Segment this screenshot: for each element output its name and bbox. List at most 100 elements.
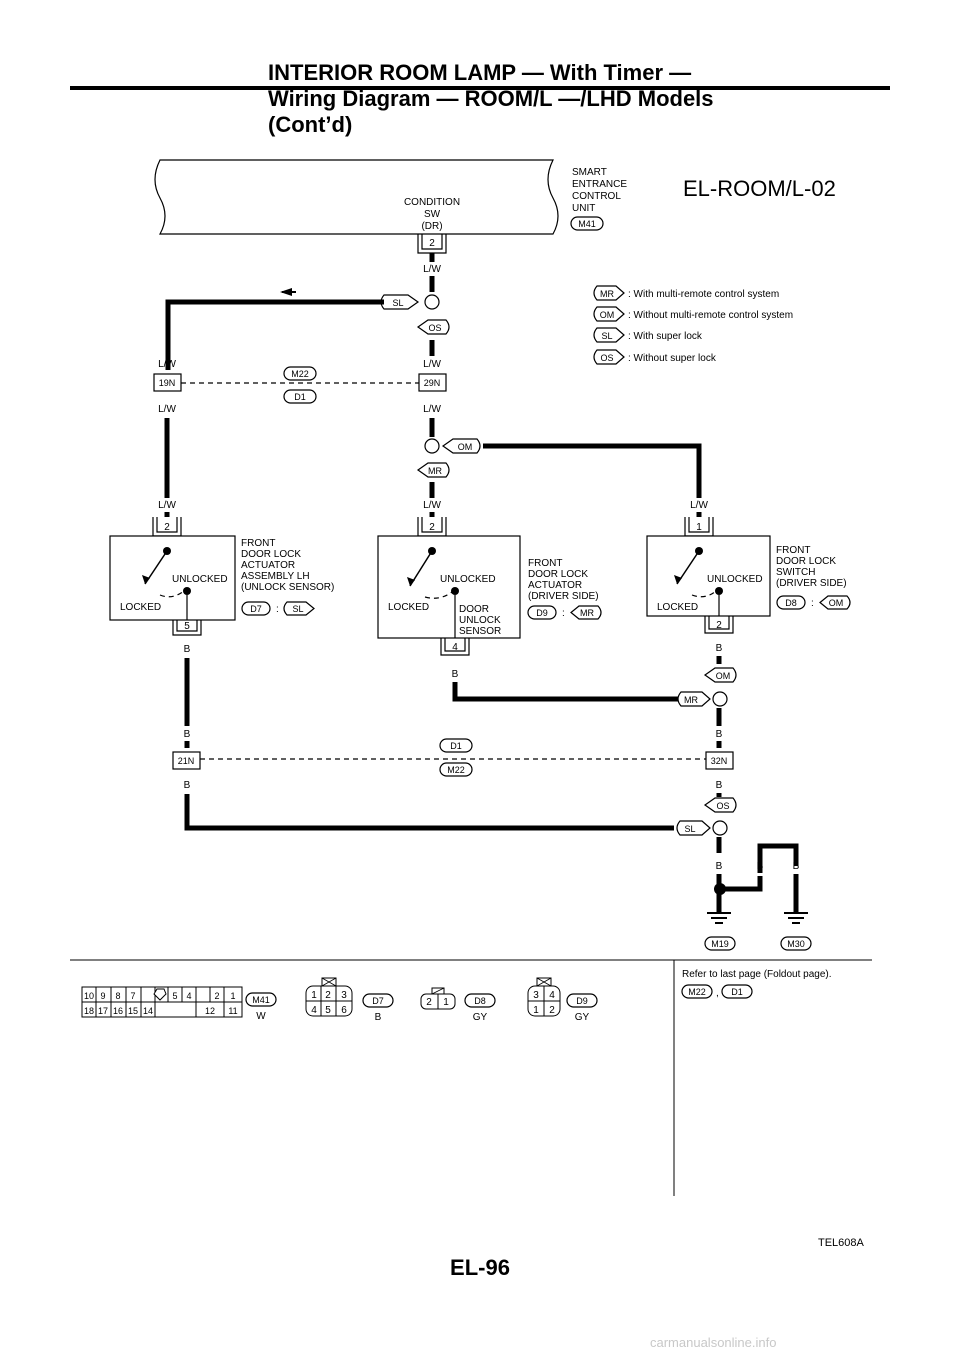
legend-os-text: : Without super lock xyxy=(628,353,717,364)
d9-terminal-top: 2 xyxy=(429,522,435,533)
joint-21n-label: 21N xyxy=(178,756,195,766)
component-d8: 1 UNLOCKED LOCKED 2 FRONT DOOR LOCK SWIT… xyxy=(646,517,851,634)
header-title: INTERIOR ROOM LAMP — With Timer — xyxy=(268,60,692,85)
d7-name-1: FRONT xyxy=(241,538,275,549)
d9-pin: 3 xyxy=(533,990,539,1001)
d7-option-tag xyxy=(283,601,315,616)
joint-29n-label: 29N xyxy=(424,378,441,388)
wire-color: B xyxy=(793,861,800,872)
option-tag-sl xyxy=(380,294,420,310)
wire-color: B xyxy=(716,861,723,872)
lower-conn-top-label: D1 xyxy=(450,741,462,751)
wire-color: B xyxy=(757,861,764,872)
d7-sep: : xyxy=(276,604,279,615)
cu-term-label-2: SW xyxy=(424,209,441,220)
connector-face-d7: 1 2 3 4 5 6 D7 B xyxy=(305,977,394,1023)
ground-m19-label: M19 xyxy=(711,939,729,949)
legend-mr-tag xyxy=(593,285,625,301)
wire-color: L/W xyxy=(423,359,441,370)
header-subtitle: Wiring Diagram — ROOM/L —/LHD Models xyxy=(268,86,714,111)
m41-pin: 9 xyxy=(100,991,105,1001)
m41-pin: 4 xyxy=(186,991,191,1001)
foldout-conn2: D1 xyxy=(731,987,743,997)
m41-pin: 18 xyxy=(84,1006,94,1016)
legend-mr-text: : With multi-remote control system xyxy=(628,289,779,300)
d8-locked: LOCKED xyxy=(657,602,698,613)
d8-option-tag xyxy=(819,595,851,610)
wire-color: B xyxy=(716,729,723,740)
option-tag-sl-lower-label: SL xyxy=(684,824,695,834)
d7-pin: 3 xyxy=(341,990,347,1001)
joint-32n xyxy=(705,751,734,770)
joint-19n-label: 19N xyxy=(159,378,176,388)
cu-term-label-1: CONDITION xyxy=(404,197,460,208)
page-number: EL-96 xyxy=(450,1255,510,1280)
d8-terminal-top: 1 xyxy=(696,522,702,533)
cu-name-line3: CONTROL xyxy=(572,191,621,202)
cu-connector: M41 xyxy=(578,219,596,229)
ground-m30-label: M30 xyxy=(787,939,805,949)
d8-name-1: FRONT xyxy=(776,545,810,556)
watermark: carmanualsonline.info xyxy=(650,1335,777,1350)
component-d9: 2 UNLOCKED LOCKED DOOR UNLOCK SENSOR 4 F… xyxy=(377,517,602,656)
control-unit-name: SMART ENTRANCE CONTROL UNIT xyxy=(572,167,627,214)
d7-terminal-bottom: 5 xyxy=(184,621,190,632)
wire-color: B xyxy=(184,729,191,740)
foldout-conn2-pill xyxy=(721,984,753,999)
option-tag-om-lower-label: OM xyxy=(716,671,731,681)
option-circle xyxy=(712,820,728,836)
d9-color: GY xyxy=(575,1012,590,1023)
d9-name-1: FRONT xyxy=(528,558,562,569)
option-tag-om-lower xyxy=(703,667,737,683)
d9-unlocked: UNLOCKED xyxy=(440,574,496,585)
option-tag-mr xyxy=(416,462,450,478)
option-circle xyxy=(424,438,440,454)
d9-name-4: (DRIVER SIDE) xyxy=(528,591,599,602)
d8-body xyxy=(646,535,771,617)
d8-name-2: DOOR LOCK xyxy=(776,556,836,567)
upper-conn-top xyxy=(283,366,317,381)
d9-sep: : xyxy=(562,608,565,619)
m41-pin: 7 xyxy=(130,991,135,1001)
d9-conn-pill xyxy=(527,605,557,620)
d9-id: D9 xyxy=(576,996,588,1006)
legend-os-tag xyxy=(593,349,625,365)
option-tag-om xyxy=(441,438,481,454)
m41-pin: 15 xyxy=(128,1006,138,1016)
connector-face-d8: 2 1 D8 GY xyxy=(420,987,496,1023)
d8-terminal-bottom: 2 xyxy=(716,620,722,631)
foldout-conn1-pill xyxy=(681,984,713,999)
control-unit-box xyxy=(154,159,559,235)
d8-name-4: (DRIVER SIDE) xyxy=(776,578,847,589)
lower-conn-bottom-label: M22 xyxy=(447,765,465,775)
option-tag-os xyxy=(416,319,450,335)
legend-om-text: : Without multi-remote control system xyxy=(628,310,793,321)
m41-pin: 17 xyxy=(98,1006,108,1016)
legend-sl-text: : With super lock xyxy=(628,331,703,342)
option-tag-os-label: OS xyxy=(428,323,441,333)
diagram-code: EL-ROOM/L-02 xyxy=(683,176,836,201)
d7-terminal-top: 2 xyxy=(164,522,170,533)
d8-color: GY xyxy=(473,1012,488,1023)
wire-color: B xyxy=(184,780,191,791)
page-header: INTERIOR ROOM LAMP — With Timer — Wiring… xyxy=(268,60,714,138)
foldout-sep: , xyxy=(716,988,719,999)
cu-name-line1: SMART xyxy=(572,167,607,178)
d8-pin: 1 xyxy=(443,997,449,1008)
option-tag-os-lower-label: OS xyxy=(716,801,729,811)
m41-pin: 14 xyxy=(143,1006,153,1016)
connector-face-d9: 3 4 1 2 D9 GY xyxy=(527,977,598,1023)
m41-pin: 1 xyxy=(230,991,235,1001)
legend: MR : With multi-remote control system OM… xyxy=(593,285,793,365)
wire-color: L/W xyxy=(423,404,441,415)
cu-connector-pill xyxy=(570,216,604,231)
upper-conn-top-label: M22 xyxy=(291,369,309,379)
d9-sensor-3: SENSOR xyxy=(459,626,501,637)
wire-color: L/W xyxy=(158,500,176,511)
cu-name-line2: ENTRANCE xyxy=(572,179,627,190)
d9-terminal-bottom: 4 xyxy=(452,642,458,653)
legend-sl-tag xyxy=(593,327,625,343)
ground-m19 xyxy=(704,936,736,951)
wire-color: L/W xyxy=(158,404,176,415)
